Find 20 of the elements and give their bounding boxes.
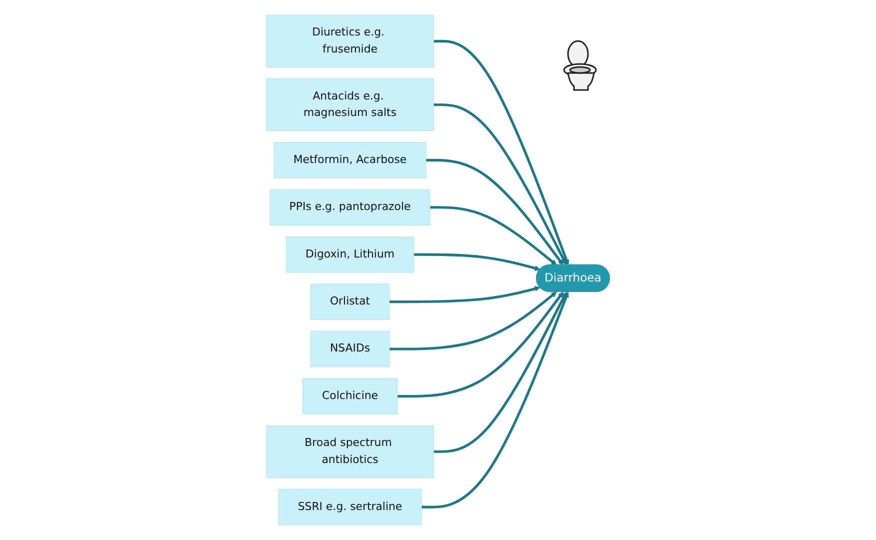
node-box: SSRI e.g. sertraline	[278, 488, 422, 526]
node-box: PPIs e.g. pantoprazole	[270, 189, 430, 226]
arrow	[426, 158, 564, 266]
node-box: Broad spectrum antibiotics	[266, 425, 434, 478]
node-box: Diuretics e.g. frusemide	[266, 14, 434, 68]
arrow	[433, 103, 567, 266]
node-box: Digoxin, Lithium	[286, 236, 414, 273]
node-box: Metformin, Acarbose	[274, 142, 426, 178]
arrow	[414, 253, 540, 271]
node-box: NSAIDs	[310, 330, 390, 368]
arrow	[430, 206, 557, 266]
arrow	[397, 292, 564, 398]
arrow	[421, 292, 569, 508]
node-box: Antacids e.g. magnesium salts	[266, 78, 434, 132]
arrow	[389, 286, 540, 304]
arrow	[433, 40, 570, 266]
arrow	[433, 292, 567, 453]
arrow	[389, 292, 557, 350]
node-box: Orlistat	[310, 284, 390, 320]
node-box: Colchicine	[302, 378, 398, 414]
